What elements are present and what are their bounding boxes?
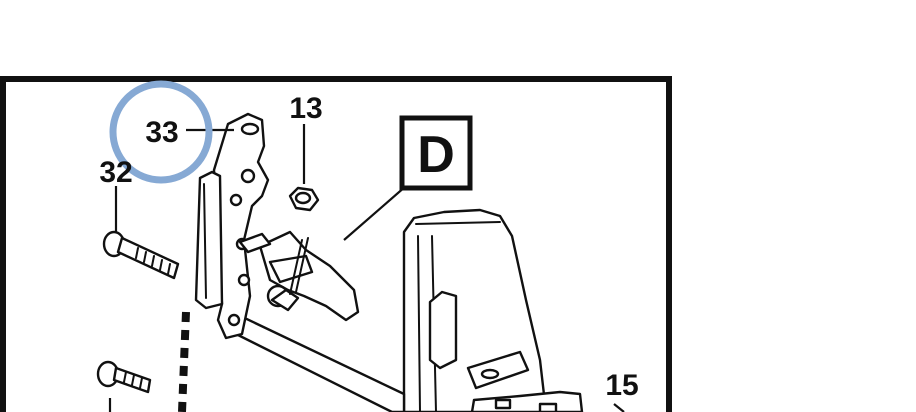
callout-13: 13 — [289, 92, 322, 125]
latch-plate — [194, 112, 270, 340]
alignment-dashed-line — [178, 311, 190, 412]
latch-housing — [402, 208, 548, 412]
detail-frame — [0, 76, 672, 412]
highlight-circle — [109, 80, 213, 184]
view-label-box: D — [343, 115, 473, 241]
lower-screw — [96, 360, 152, 412]
lever-arm — [238, 230, 360, 322]
callout-33: 33 — [145, 116, 178, 149]
view-label-d: D — [417, 126, 455, 184]
part-15-bracket — [470, 390, 625, 412]
part-32-bolt — [102, 186, 180, 280]
callout-32: 32 — [99, 156, 132, 189]
part-13-nut — [288, 124, 320, 212]
callout-15: 15 — [605, 369, 638, 402]
connecting-rod — [226, 310, 406, 412]
view-pointer — [343, 185, 407, 241]
